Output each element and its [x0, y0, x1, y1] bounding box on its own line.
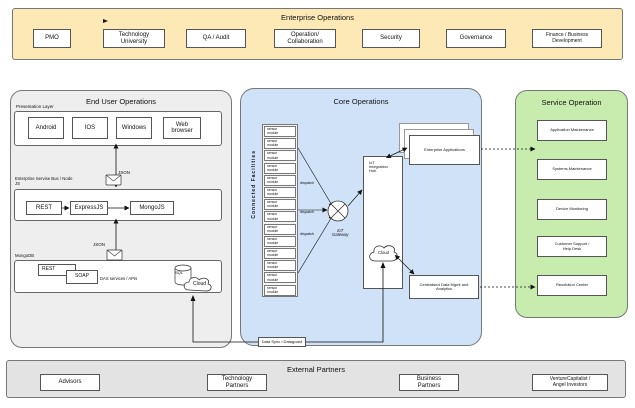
- cloud-icon-mongodb: [183, 277, 212, 292]
- governance-box: Governance: [446, 29, 506, 48]
- sql-database-icon: [174, 264, 192, 286]
- data-sync-connector: [192, 264, 384, 343]
- external-partners-panel: External Partners: [6, 360, 626, 398]
- service-operation-title: Service Operation: [541, 98, 602, 107]
- sensor-module: sensor module: [264, 235, 296, 247]
- json-label-top: JSON: [118, 170, 131, 175]
- tech-university-marker: [103, 19, 108, 23]
- ios-box: IOS: [72, 117, 108, 139]
- mongojs-box: MongoJS: [130, 201, 174, 215]
- sensor-module: sensor module: [264, 211, 296, 223]
- qa-audit-box: QA / Audit: [186, 29, 246, 48]
- presentation-layer-label: Presentation Layer: [16, 104, 54, 109]
- web-browser-box: Web browser: [163, 117, 201, 139]
- enterprise-applications-box: Enterprise Applications: [409, 135, 480, 165]
- finance-business-development-box: Finance / Business Development: [532, 29, 602, 48]
- advisors-box: Advisors: [40, 374, 100, 391]
- sensor-gateway-line-1: [297, 147, 334, 208]
- dispatch-label-3: dispatch: [300, 232, 315, 236]
- end-user-operations-title: End User Operations: [85, 97, 157, 106]
- soap-box: SOAP: [66, 270, 98, 284]
- gateway-hub-arrow: [347, 189, 363, 207]
- sensor-module: sensor module: [264, 260, 296, 272]
- sensor-gateway-line-3: [297, 214, 334, 274]
- sensor-module: sensor module: [264, 272, 296, 284]
- resolution-center-box: Resolution Center: [537, 275, 607, 296]
- sensor-module: sensor module: [264, 199, 296, 211]
- dispatch-label-2: dispatch: [300, 210, 315, 214]
- core-operations-title: Core Operations: [333, 97, 389, 106]
- sensor-module: sensor module: [264, 248, 296, 259]
- cloud-label-mongodb: Cloud: [193, 281, 207, 287]
- sensor-module: sensor module: [264, 284, 296, 296]
- security-box: Security: [362, 29, 420, 48]
- sensor-module: sensor module: [264, 162, 296, 174]
- sensor-module: sensor module: [264, 223, 296, 235]
- application-maintenance-box: Application Maintenance: [537, 120, 607, 141]
- cloud-central-data-arrow: [394, 254, 415, 275]
- iot-gateway-label: IoT Gateway: [332, 228, 349, 238]
- technology-university-box: Technology University: [103, 29, 165, 48]
- pmo-box: PMO: [33, 29, 71, 48]
- cloud-label-hub: Cloud: [378, 250, 389, 255]
- envelope-icon-top: [105, 174, 122, 186]
- iot-gateway-icon: [327, 200, 349, 222]
- data-sync-box: Data Sync / Dataguard: [258, 337, 306, 347]
- customer-support-box: Customer Support / Help Desk: [537, 236, 607, 257]
- sql-label: SQL: [175, 270, 184, 275]
- expressjs-box: ExpressJS: [70, 201, 108, 215]
- technology-partners-box: Technology Partners: [207, 374, 267, 391]
- sensor-module: sensor module: [264, 126, 296, 137]
- sensor-module: sensor module: [264, 187, 296, 198]
- sensor-module: sensor module: [264, 138, 296, 150]
- venture-capitalist-box: VentureCapitalist / Angel Investors: [532, 374, 608, 391]
- enterprise-operations-title: Enterprise Operations: [281, 13, 354, 22]
- esb-label: Enterprise Servise Bus / Node JS: [15, 176, 73, 186]
- sensor-module: sensor module: [264, 174, 296, 186]
- esb-rest-box: REST: [26, 201, 62, 215]
- das-services-label: DAS services / APIs: [100, 276, 138, 281]
- mongodb-label: MongoDB: [15, 253, 35, 258]
- dispatch-label-1: dispatch: [300, 181, 315, 185]
- systems-maintenance-box: Systems Maintenance: [537, 159, 607, 180]
- sensor-module: sensor module: [264, 150, 296, 162]
- device-monitoring-box: Device Monitoring: [537, 199, 607, 220]
- android-box: Android: [28, 117, 64, 139]
- hub-enterprise-apps-arrow: [385, 147, 408, 159]
- windows-box: Windows: [116, 117, 152, 139]
- centralised-data-analytics-box: Centralised Data Mgmt and Analytics: [409, 275, 479, 299]
- envelope-icon-bottom: [106, 249, 123, 261]
- json-label-bottom: JSON: [93, 242, 106, 247]
- business-partners-box: Business Partners: [399, 374, 459, 391]
- external-partners-title: External Partners: [287, 365, 345, 374]
- operation-collaboration-box: Operation/ Collaboration: [274, 29, 336, 48]
